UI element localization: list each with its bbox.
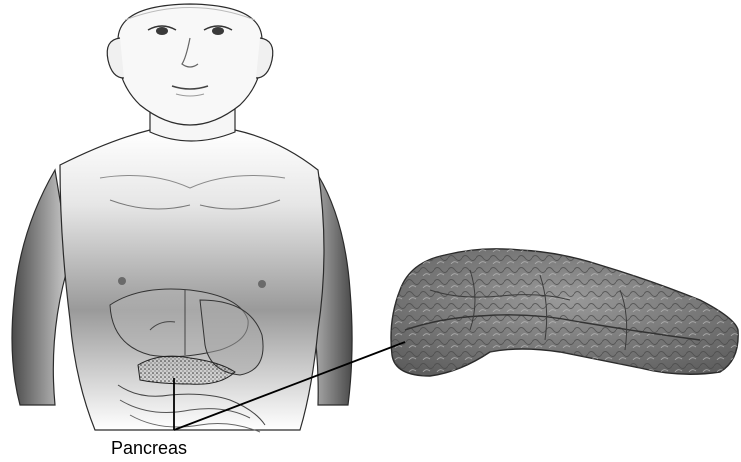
pancreas-illustration bbox=[391, 249, 738, 376]
pancreas-label: Pancreas bbox=[111, 437, 187, 459]
torso bbox=[60, 130, 324, 430]
head bbox=[107, 4, 273, 125]
